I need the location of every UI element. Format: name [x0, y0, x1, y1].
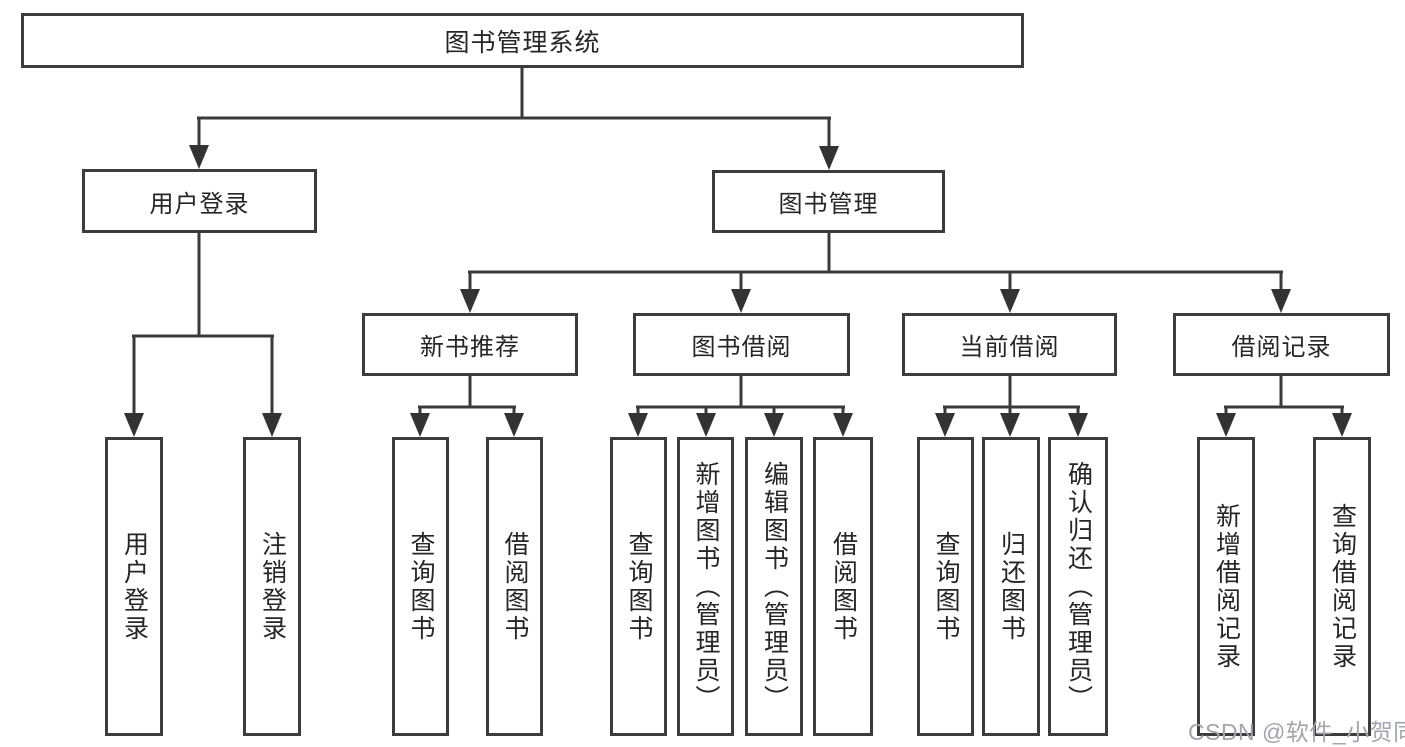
leaf-borrow-book-recommend: 借阅图书: [486, 437, 543, 736]
leaf-logout-login: 注销登录: [243, 437, 301, 736]
leaf-query-borrow-record: 查询借阅记录: [1313, 437, 1371, 736]
leaf-query-book-current: 查询图书: [917, 437, 974, 736]
node-label: 图书管理: [778, 191, 879, 218]
node-label: 查询图书: [407, 530, 435, 643]
node-label: 新书推荐: [420, 334, 520, 361]
connector-current-borrow-children: [935, 376, 1088, 437]
node-label: 编辑图书（管理员）: [760, 460, 789, 713]
node-label: 新增图书（管理员）: [692, 460, 720, 713]
connector-book-management-children: [460, 233, 1291, 313]
leaf-return-book: 归还图书: [982, 437, 1040, 736]
node-label: 用户登录: [149, 190, 250, 218]
leaf-edit-book-admin: 编辑图书（管理员）: [745, 437, 803, 736]
leaf-add-borrow-record: 新增借阅记录: [1197, 437, 1255, 736]
node-label: 新增借阅记录: [1212, 502, 1241, 671]
connector-new-book-children: [410, 376, 524, 437]
csdn-watermark: CSDN @软件_小贺同学: [1188, 719, 1405, 745]
node-borrow-records: 借阅记录: [1173, 313, 1390, 376]
node-label: 借阅记录: [1231, 334, 1332, 361]
node-label: 查询图书: [932, 530, 960, 643]
node-book-borrow: 图书借阅: [633, 313, 850, 376]
node-label: 图书管理系统: [444, 28, 601, 57]
connector-book-borrow-children: [628, 376, 853, 437]
node-library-management-system: 图书管理系统: [21, 13, 1024, 68]
node-label: 图书借阅: [691, 334, 792, 361]
node-label: 注销登录: [258, 530, 287, 643]
node-current-borrow: 当前借阅: [902, 313, 1117, 376]
node-label: 确认归还（管理员）: [1064, 460, 1093, 713]
node-label: 借阅图书: [501, 530, 529, 643]
connector-root-to-level2: [189, 68, 839, 170]
node-label: 归还图书: [997, 530, 1026, 643]
node-label: 查询借阅记录: [1328, 502, 1357, 671]
node-book-management: 图书管理: [712, 170, 945, 233]
node-label: 借阅图书: [829, 530, 858, 643]
leaf-user-login: 用户登录: [105, 437, 163, 736]
connector-user-login-children: [124, 233, 282, 437]
node-label: 查询图书: [625, 530, 653, 643]
leaf-query-book-borrow: 查询图书: [610, 437, 667, 736]
leaf-borrow-book: 借阅图书: [813, 437, 873, 736]
node-label: 当前借阅: [959, 334, 1060, 361]
connector-borrow-record-children: [1216, 376, 1352, 437]
leaf-query-book-recommend: 查询图书: [392, 437, 449, 736]
node-label: 用户登录: [120, 530, 149, 643]
node-user-login: 用户登录: [82, 169, 317, 233]
node-new-book-recommend: 新书推荐: [362, 313, 578, 376]
leaf-confirm-return-admin: 确认归还（管理员）: [1048, 437, 1108, 736]
leaf-add-book-admin: 新增图书（管理员）: [677, 437, 734, 736]
